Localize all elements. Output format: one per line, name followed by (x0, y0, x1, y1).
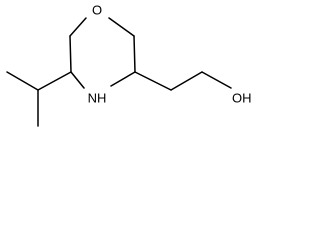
structure-diagram: O NH OH (6, 3, 252, 127)
oxygen-atom-label: O (92, 3, 102, 18)
nitrogen-atom-label: NH (88, 91, 107, 106)
hydroxyl-label: OH (232, 91, 252, 106)
bond-o-c2 (69, 17, 87, 37)
bond-c5-ch2a (134, 71, 172, 91)
bond-c6-o (108, 17, 135, 37)
bond-c3-n (70, 71, 85, 89)
bond-c2-c3 (69, 35, 72, 73)
bond-c5-c6 (133, 35, 136, 73)
bond-ch2b-oh (201, 71, 232, 89)
bond-ch2a-ch2b (170, 71, 203, 91)
bond-n-c5 (110, 71, 136, 87)
bond-ch-ch3-left (6, 71, 39, 91)
bond-c3-ch (37, 71, 72, 91)
